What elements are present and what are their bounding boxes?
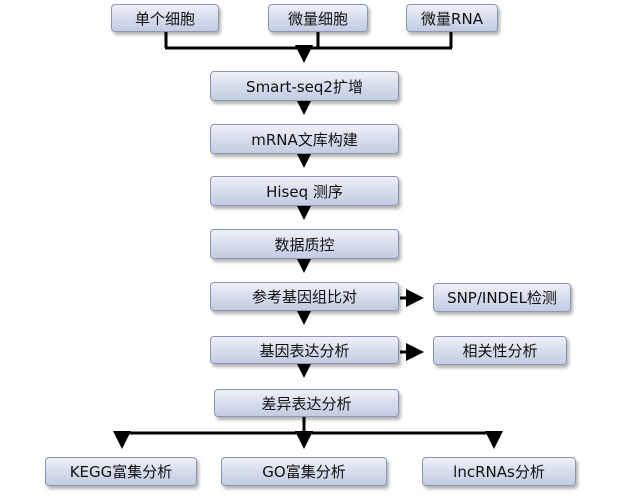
step-data-qc: 数据质控 — [210, 229, 399, 259]
step-gene-expression: 基因表达分析 — [210, 336, 399, 364]
source-single-cell: 单个细胞 — [111, 4, 219, 32]
step-mrna-library-construction: mRNA文库构建 — [210, 124, 399, 154]
step-reference-alignment: 参考基因组比对 — [210, 282, 399, 311]
source-micro-rna: 微量RNA — [406, 4, 498, 32]
output-lncrna-analysis: lncRNAs分析 — [422, 457, 576, 486]
step-hiseq-sequencing: Hiseq 测序 — [210, 176, 399, 206]
side-snp-indel-detection: SNP/INDEL检测 — [433, 283, 571, 312]
step-smart-seq2-amplification: Smart-seq2扩增 — [210, 71, 399, 101]
output-kegg-enrichment: KEGG富集分析 — [45, 457, 197, 486]
source-micro-cell: 微量细胞 — [268, 4, 368, 32]
side-correlation-analysis: 相关性分析 — [433, 336, 567, 365]
output-go-enrichment: GO富集分析 — [221, 457, 387, 486]
step-differential-expression: 差异表达分析 — [214, 389, 399, 417]
